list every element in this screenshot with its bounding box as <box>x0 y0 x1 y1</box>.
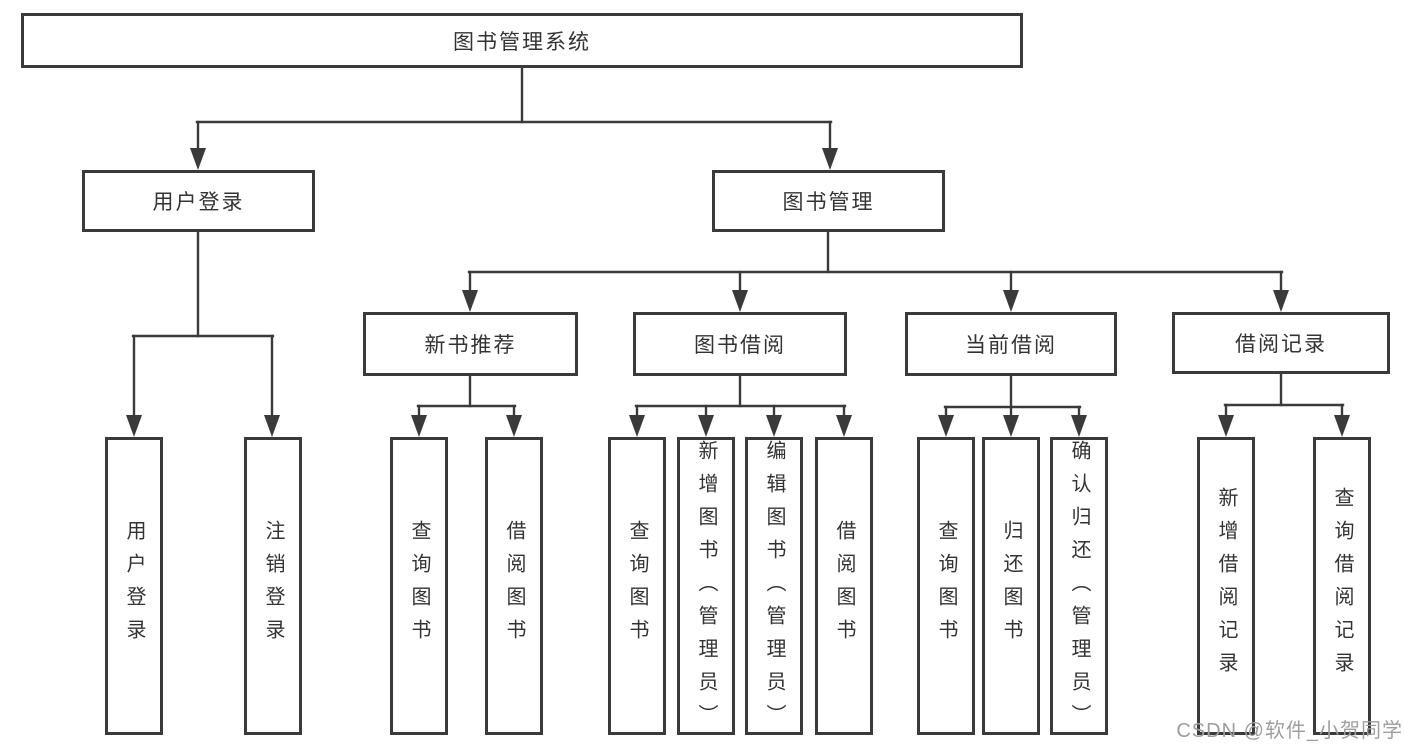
csdn-watermark: CSDN @软件_小贺同学 <box>1176 720 1403 742</box>
node-library-management-system: 图书管理系统 <box>21 13 1023 68</box>
node-current-borrow: 当前借阅 <box>905 312 1117 376</box>
node-label: 查询借阅记录 <box>1331 487 1353 685</box>
leaf-query-borrow-record: 查询借阅记录 <box>1313 437 1371 735</box>
node-label: 查询图书 <box>408 520 430 652</box>
leaf-return-book: 归还图书 <box>982 437 1040 735</box>
leaf-add-book-admin: 新增图书（管理员） <box>677 437 735 737</box>
node-borrow-records: 借阅记录 <box>1172 312 1390 374</box>
connector-borrow-records-to-leaves <box>1218 372 1350 437</box>
node-label: 注销登录 <box>262 520 284 652</box>
node-label: 图书借阅 <box>694 334 786 357</box>
node-label: 借阅图书 <box>833 520 855 652</box>
node-label: 新增图书（管理员） <box>695 440 717 737</box>
node-label: 借阅记录 <box>1235 333 1327 356</box>
node-user-login: 用户登录 <box>82 170 315 232</box>
connector-user-login-to-leaves <box>126 230 280 437</box>
node-label: 查询图书 <box>626 520 648 652</box>
node-book-borrow: 图书借阅 <box>633 312 847 376</box>
leaf-query-books-recommend: 查询图书 <box>390 437 448 735</box>
leaf-add-borrow-record: 新增借阅记录 <box>1197 437 1255 735</box>
connector-root-to-level2 <box>190 66 838 170</box>
leaf-edit-book-admin: 编辑图书（管理员） <box>745 437 803 737</box>
node-label: 编辑图书（管理员） <box>763 440 785 737</box>
node-label: 新书推荐 <box>424 334 517 357</box>
node-label: 当前借阅 <box>965 334 1057 357</box>
connector-book-management-to-level3 <box>462 230 1289 312</box>
connector-current-borrow-to-leaves <box>938 374 1087 437</box>
node-label: 图书管理 <box>782 191 875 214</box>
leaf-user-login: 用户登录 <box>105 437 163 735</box>
node-label: 图书管理系统 <box>453 30 591 54</box>
leaf-borrow-books-recommend: 借阅图书 <box>485 437 543 735</box>
node-label: 新增借阅记录 <box>1215 487 1237 685</box>
connector-new-book-recommend-to-leaves <box>411 374 522 437</box>
node-label: 借阅图书 <box>503 520 525 652</box>
node-label: 确认归还（管理员） <box>1068 440 1090 737</box>
leaf-confirm-return-admin: 确认归还（管理员） <box>1050 437 1108 737</box>
node-label: 用户登录 <box>152 191 245 214</box>
leaf-logout: 注销登录 <box>244 437 302 735</box>
node-label: 查询图书 <box>935 520 957 652</box>
node-label: 归还图书 <box>1000 520 1022 652</box>
leaf-query-books-current: 查询图书 <box>917 437 975 735</box>
node-label: 用户登录 <box>123 520 145 652</box>
leaf-query-books-borrow: 查询图书 <box>608 437 666 735</box>
connector-book-borrow-to-leaves <box>629 374 852 437</box>
leaf-borrow-books: 借阅图书 <box>815 437 873 735</box>
node-new-book-recommend: 新书推荐 <box>363 312 578 376</box>
node-book-management: 图书管理 <box>712 170 945 232</box>
